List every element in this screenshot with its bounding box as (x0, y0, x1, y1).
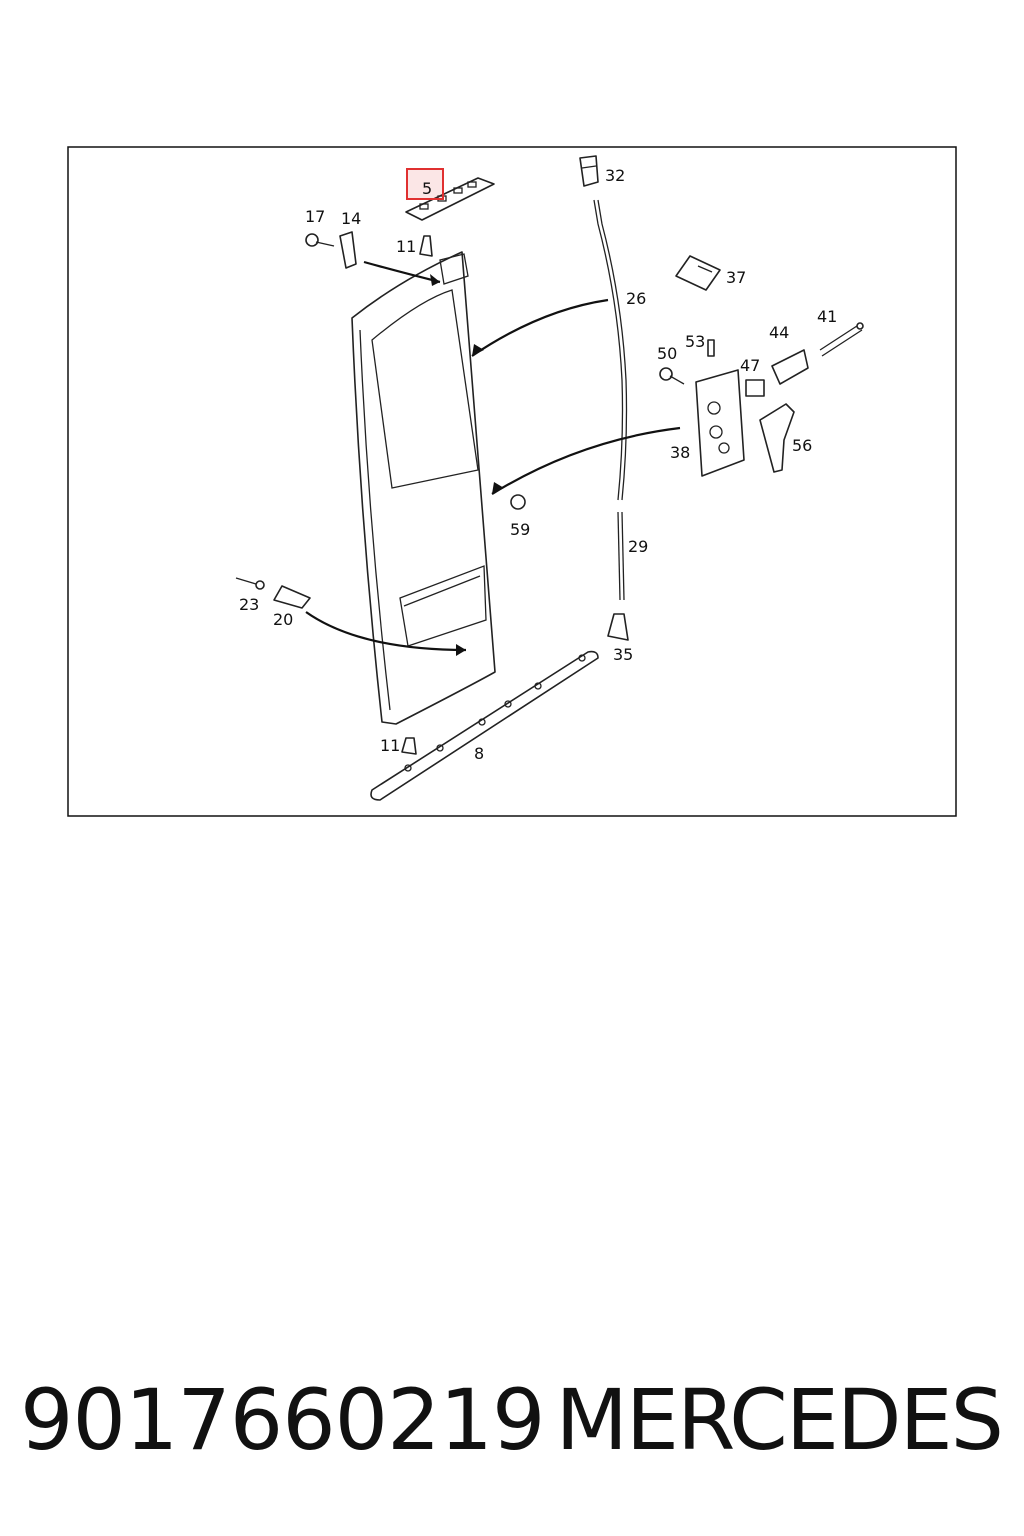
part-59-grommet (510, 494, 526, 510)
callout-37: 37 (726, 268, 746, 287)
callout-11-bottom: 11 (380, 736, 400, 755)
brand-name: MERCEDES (555, 1371, 1004, 1469)
callout-26: 26 (626, 289, 646, 308)
part-14-hinge (339, 231, 357, 269)
rod-29 (617, 511, 621, 601)
part-37-bracket (675, 255, 721, 291)
callout-53: 53 (685, 332, 705, 351)
caption-bar: 9017660219 MERCEDES (0, 1370, 1024, 1470)
callout-32: 32 (605, 166, 625, 185)
part-47-block (745, 379, 765, 397)
callout-17: 17 (305, 207, 325, 226)
part-56-handle (759, 403, 795, 473)
callout-41: 41 (817, 307, 837, 326)
callout-44: 44 (769, 323, 789, 342)
callout-59: 59 (510, 520, 530, 539)
part-32-clip (579, 155, 599, 187)
part-41-bolt (819, 322, 864, 357)
part-17-screw (305, 233, 335, 247)
door-panel (351, 251, 496, 725)
part-35-clip (607, 613, 629, 641)
part-38-lock (695, 369, 745, 477)
part-11-bottom-clip (401, 737, 417, 755)
callout-11-top: 11 (396, 237, 416, 256)
diagram-frame (67, 146, 957, 817)
callout-38: 38 (670, 443, 690, 462)
part-50-screw (659, 367, 685, 385)
callout-5: 5 (422, 179, 432, 198)
part-23-pin (235, 577, 265, 590)
callout-23: 23 (239, 595, 259, 614)
part-20-bracket (273, 585, 311, 609)
assembly-arrows (305, 260, 681, 656)
callout-14: 14 (341, 209, 361, 228)
part-53-pin (707, 339, 715, 357)
callout-47: 47 (740, 356, 760, 375)
rod-26 (593, 199, 624, 501)
callout-8: 8 (474, 744, 484, 763)
callout-20: 20 (273, 610, 293, 629)
parts-diagram: 5 32 17 14 11 37 26 41 44 53 50 47 56 38… (67, 146, 957, 817)
callout-50: 50 (657, 344, 677, 363)
part-11-top-clip (419, 235, 433, 257)
callout-56: 56 (792, 436, 812, 455)
part-number: 9017660219 (20, 1371, 545, 1469)
callout-29: 29 (628, 537, 648, 556)
part-8-strip (370, 650, 599, 801)
highlight-box-5 (406, 168, 444, 200)
part-44-plate (771, 349, 809, 385)
callout-35: 35 (613, 645, 633, 664)
